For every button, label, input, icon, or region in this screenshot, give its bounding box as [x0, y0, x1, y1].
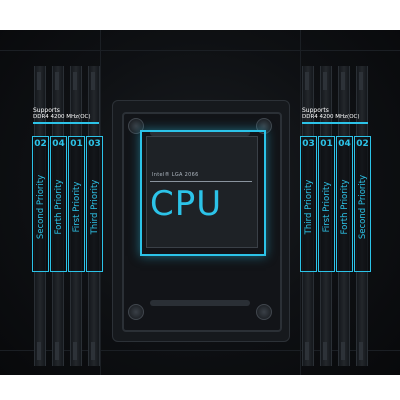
- memory-slot-priority: 02 Second Priority: [354, 136, 371, 272]
- slot-number: 04: [52, 139, 65, 149]
- screw-icon: [128, 304, 144, 320]
- memory-slot-priority: 04 Forth Priority: [50, 136, 67, 272]
- slot-priority-label: Third Priority: [303, 179, 314, 235]
- supports-title: Supports: [302, 107, 329, 114]
- slot-priority-label: Forth Priority: [53, 179, 64, 235]
- socket-lever: [150, 300, 250, 306]
- slot-priority-label: Second Priority: [35, 174, 46, 240]
- supports-underline: [33, 122, 99, 124]
- board-trace: [0, 50, 400, 51]
- supports-spec: DDR4 4200 MHz(OC): [302, 114, 360, 120]
- slot-number: 01: [320, 139, 333, 149]
- board-trace: [0, 350, 400, 351]
- slot-number: 03: [302, 139, 315, 149]
- cpu-brand-line: Intel® LGA 2066: [152, 172, 199, 178]
- cpu-highlight-outline: [140, 130, 266, 256]
- memory-slot-priority: 03 Third Priority: [86, 136, 103, 272]
- screw-icon: [256, 304, 272, 320]
- slot-priority-label: First Priority: [71, 181, 82, 233]
- supports-spec: DDR4 4200 MHz(OC): [33, 114, 91, 120]
- slot-priority-label: Second Priority: [357, 174, 368, 240]
- memory-slot-priority: 01 First Priority: [318, 136, 335, 272]
- cpu-divider: [150, 181, 252, 182]
- slot-priority-label: Forth Priority: [339, 179, 350, 235]
- slot-priority-label: Third Priority: [89, 179, 100, 235]
- supports-label-right: Supports DDR4 4200 MHz(OC): [302, 107, 360, 121]
- memory-slot-priority: 03 Third Priority: [300, 136, 317, 272]
- supports-label-left: Supports DDR4 4200 MHz(OC): [33, 107, 91, 121]
- memory-slot-priority: 02 Second Priority: [32, 136, 49, 272]
- memory-slot-priority: 01 First Priority: [68, 136, 85, 272]
- socket-lever: [150, 130, 250, 136]
- slot-priority-label: First Priority: [321, 181, 332, 233]
- slot-number: 02: [34, 139, 47, 149]
- memory-slot-priority: 04 Forth Priority: [336, 136, 353, 272]
- slot-number: 03: [88, 139, 101, 149]
- cpu-label: CPU: [150, 184, 223, 224]
- slot-number: 04: [338, 139, 351, 149]
- supports-underline: [302, 122, 368, 124]
- supports-title: Supports: [33, 107, 60, 114]
- slot-number: 01: [70, 139, 83, 149]
- cpu-chip: [146, 136, 258, 248]
- slot-number: 02: [356, 139, 369, 149]
